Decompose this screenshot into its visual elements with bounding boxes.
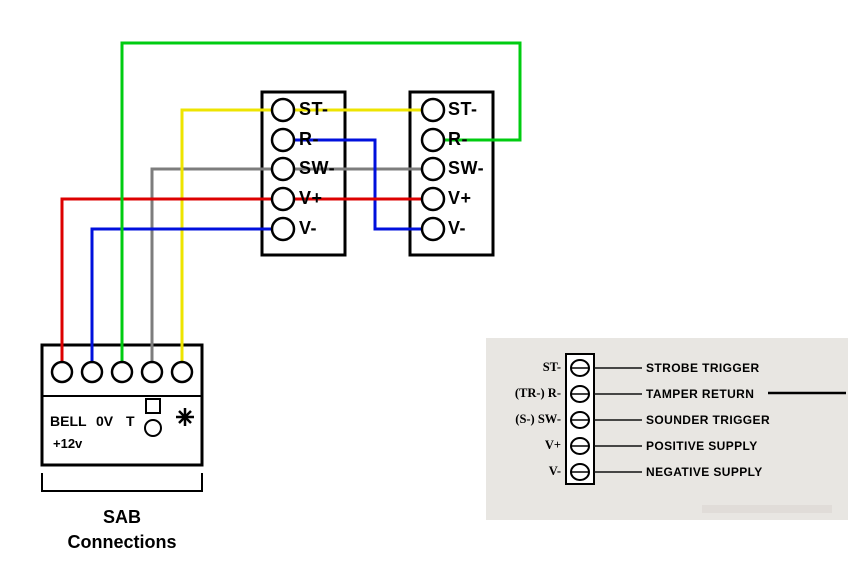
green-wire-tamper-return <box>120 41 522 372</box>
bell-terminal-4 <box>140 360 164 384</box>
circle-symbol-icon <box>144 419 162 437</box>
bell-label-12v: +12v <box>53 436 83 451</box>
blue-wire-negative-supply <box>90 227 283 372</box>
sab-bracket <box>41 473 203 492</box>
bell-terminal-3 <box>110 360 134 384</box>
bell-label-t: T <box>126 413 135 429</box>
left-terminal-r <box>270 127 296 153</box>
strobe-starburst-icon <box>176 408 194 426</box>
right-terminal-vminus <box>420 216 446 242</box>
right-block-label-sw: SW- <box>448 158 485 178</box>
bell-label-bell: BELL <box>50 413 87 429</box>
legend-key-r: (TR-) R- <box>514 386 561 400</box>
blue-wire-link <box>283 138 433 231</box>
legend-connector-lines <box>594 367 642 473</box>
scan-artifact <box>702 505 832 513</box>
left-block-label-r: R- <box>299 129 319 149</box>
bell-terminal-1 <box>50 360 74 384</box>
legend-desc-negative: NEGATIVE SUPPLY <box>646 465 763 479</box>
right-terminal-r <box>420 127 446 153</box>
legend-key-st: ST- <box>542 360 561 374</box>
left-block-label-vplus: V+ <box>299 188 323 208</box>
right-block-label-st: ST- <box>448 99 478 119</box>
right-block-label-r: R- <box>448 129 468 149</box>
left-terminal-st <box>270 97 296 123</box>
legend-desc-sounder: SOUNDER TRIGGER <box>646 413 771 427</box>
right-terminal-vplus <box>420 186 446 212</box>
gray-wire-sounder-trigger <box>150 167 433 372</box>
legend-panel <box>486 338 848 520</box>
caption-sab: SAB <box>102 507 141 527</box>
left-block-label-vminus: V- <box>299 218 318 238</box>
caption-connections: Connections <box>67 532 177 552</box>
legend-key-vminus: V- <box>548 464 561 478</box>
yellow-wire-strobe-trigger <box>180 108 433 372</box>
bell-terminal-5 <box>170 360 194 384</box>
legend-key-vplus: V+ <box>544 438 561 452</box>
red-wire-positive-supply <box>60 197 433 372</box>
bell-label-0v: 0V <box>96 413 114 429</box>
left-block-label-sw: SW- <box>299 158 336 178</box>
legend-desc-strobe: STROBE TRIGGER <box>646 361 760 375</box>
right-terminal-st <box>420 97 446 123</box>
legend-desc-positive: POSITIVE SUPPLY <box>646 439 758 453</box>
legend-screw-terminals <box>570 359 590 481</box>
legend-key-sw: (S-) SW- <box>515 412 561 426</box>
left-terminal-vplus <box>270 186 296 212</box>
left-terminal-sw <box>270 156 296 182</box>
left-block-label-st: ST- <box>299 99 329 119</box>
left-terminal-vminus <box>270 216 296 242</box>
right-block-label-vplus: V+ <box>448 188 472 208</box>
bell-terminal-2 <box>80 360 104 384</box>
square-symbol-icon <box>145 398 161 414</box>
right-terminal-sw <box>420 156 446 182</box>
legend-desc-tamper: TAMPER RETURN <box>646 387 755 401</box>
right-block-label-vminus: V- <box>448 218 467 238</box>
